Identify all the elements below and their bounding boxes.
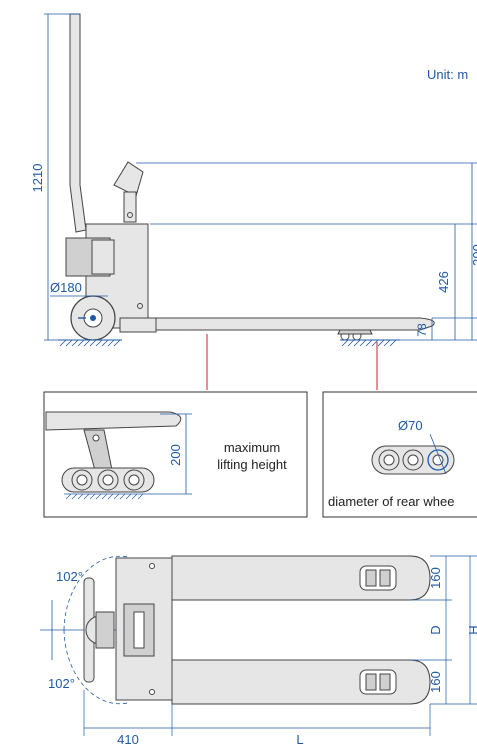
angle-bottom-label: 102°	[48, 676, 75, 691]
dim-rear-wheel-leader	[429, 433, 447, 475]
post-bolt	[127, 212, 133, 218]
top-rear-wheel-lower-a	[365, 673, 377, 691]
dim-fork-gap-label: D	[428, 625, 443, 634]
dim-steer-wheel-label: Ø180	[50, 280, 82, 295]
dim-lift-label: 200	[168, 444, 183, 466]
top-steer-block	[95, 611, 115, 649]
dim-fork-height-label: 426	[436, 271, 451, 293]
swing-arc-top	[63, 555, 129, 631]
top-bolt-2	[149, 689, 155, 695]
top-rear-wheel-upper-a	[365, 569, 377, 587]
dim-fork-width-bottom-label: 160	[428, 671, 443, 693]
rear-wheel-b-hub	[407, 454, 419, 466]
dim-truncated-label: 390	[470, 244, 477, 266]
pump-bolt	[137, 303, 143, 309]
detail-ground-hatch	[65, 493, 144, 500]
swing-arc-bottom	[63, 629, 129, 705]
detail-wheel-2-hub	[102, 474, 114, 486]
dim-rear-length-label: 410	[117, 732, 139, 744]
caption-max-lift-1: maximum	[224, 440, 280, 455]
ground-hatch-right	[341, 339, 397, 347]
caption-rear-wheel: diameter of rear whee	[328, 494, 454, 509]
steer-wheel-center	[90, 315, 96, 321]
top-rear-wheel-upper	[359, 565, 397, 591]
rear-axle-bracket	[337, 329, 373, 335]
angle-top-label: 102°	[56, 569, 83, 584]
top-rear-wheel-lower-b	[379, 673, 391, 691]
caption-max-lift-2: lifting height	[217, 457, 287, 472]
fork-frame	[119, 317, 157, 333]
pump-box	[91, 239, 115, 275]
display-post	[123, 191, 137, 223]
top-right-dim-lines	[410, 555, 477, 705]
top-view: 102° 102° 160 D 160 H 410 L	[40, 555, 477, 744]
top-rear-wheel-upper-b	[379, 569, 391, 587]
detail-rear-wheel: Ø70 diameter of rear whee	[322, 391, 477, 518]
top-rear-wheel-lower	[359, 669, 397, 695]
dim-low-height-label: 78	[415, 323, 429, 337]
handle-bar	[69, 13, 87, 233]
top-bolt-1	[149, 563, 155, 569]
dim-handle-height-label: 1210	[30, 164, 45, 193]
top-display	[133, 611, 145, 649]
detail-max-lift: 200 maximum lifting height	[43, 391, 308, 518]
scale-display	[113, 161, 144, 197]
unit-label: Unit: m	[427, 67, 468, 82]
dim-fork-width-top-label: 160	[428, 567, 443, 589]
dim-handle-height	[44, 13, 80, 341]
dim-fork-length-label: L	[296, 732, 303, 744]
dim-rear-wheel-label: Ø70	[398, 418, 423, 433]
rear-wheel-a-hub	[383, 454, 395, 466]
detail-fork	[45, 411, 182, 431]
detail-wheel-1-hub	[76, 474, 88, 486]
side-fork	[145, 317, 435, 331]
detail-pivot	[92, 434, 100, 442]
ground-hatch-left	[59, 339, 121, 347]
side-view: 1210 Ø180 426 78 390 Unit: m	[30, 13, 477, 390]
detail-wheel-3-hub	[128, 474, 140, 486]
dim-overall-width-label: H	[466, 625, 477, 634]
top-bottom-dim-lines	[83, 690, 431, 736]
